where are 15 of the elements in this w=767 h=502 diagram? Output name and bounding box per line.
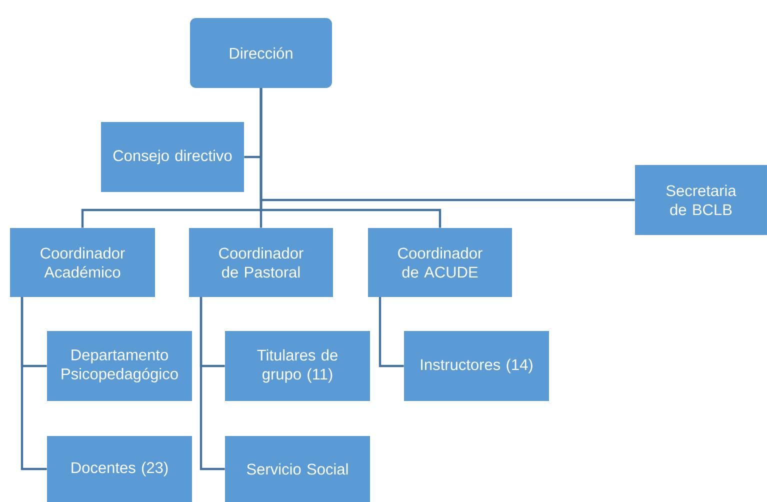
team-box: Docentes (23) — [47, 436, 192, 502]
connector-line — [378, 297, 404, 368]
secretary-box: Secretaria de BCLB — [635, 165, 767, 235]
connector-line — [200, 297, 225, 470]
connector-line — [20, 297, 47, 470]
connector-line — [260, 88, 442, 228]
team-box: Servicio Social — [225, 436, 370, 502]
coordinator-box: Coordinador de Pastoral — [189, 228, 333, 297]
coordinator-box: Coordinador Académico — [10, 228, 155, 297]
team-box: Instructores (14) — [404, 331, 549, 401]
coordinator-box: Coordinador de ACUDE — [368, 228, 512, 297]
director-box: Dirección — [190, 18, 332, 88]
team-box: Titulares de grupo (11) — [225, 331, 370, 401]
council-box: Consejo directivo — [101, 122, 244, 192]
team-box: Departamento Psicopedagógico — [47, 331, 192, 401]
